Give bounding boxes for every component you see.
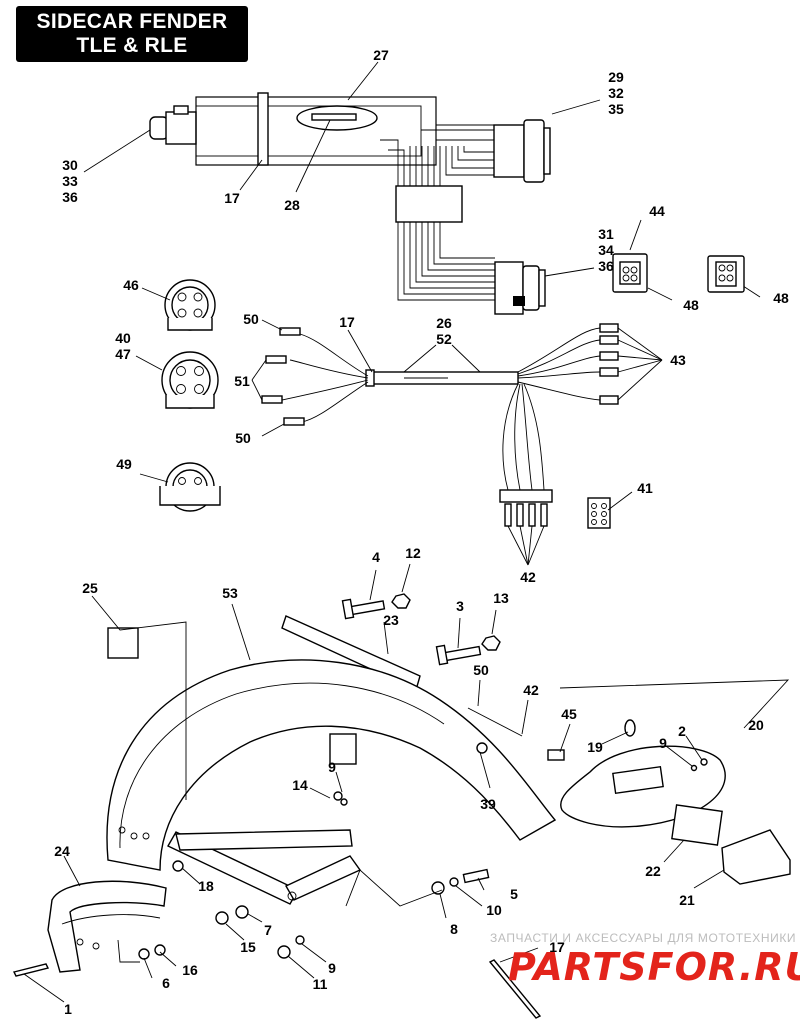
watermark: ЗАПЧАСТИ И АКСЕССУАРЫ ДЛЯ МОТОТЕХНИКИ PA…	[490, 931, 800, 989]
callout-23: 23	[383, 612, 399, 628]
callout-26: 26	[436, 315, 452, 331]
callout-41: 41	[637, 480, 653, 496]
callout-4: 4	[372, 549, 380, 565]
callout-18: 18	[198, 878, 214, 894]
title-line-1: SIDECAR FENDER	[36, 10, 228, 33]
upper-wiring-harness	[149, 92, 551, 315]
callout-22: 22	[645, 863, 661, 879]
callout-53: 53	[222, 585, 238, 601]
watermark-brand: PARTSFOR.RU	[508, 945, 800, 989]
callout-50-lower: 50	[473, 662, 489, 678]
callout-19: 19	[587, 739, 603, 755]
callout-13: 13	[493, 590, 509, 606]
callout-10: 10	[486, 902, 502, 918]
callout-17-middle: 17	[339, 314, 355, 330]
callout-45: 45	[561, 706, 577, 722]
callout-43: 43	[670, 352, 686, 368]
connector-44-48	[612, 253, 745, 293]
fender-assembly	[12, 593, 791, 1019]
callout-2: 2	[678, 723, 686, 739]
callout-6: 6	[162, 975, 170, 991]
callout-50-middle: 50	[235, 430, 251, 446]
title-line-2: TLE & RLE	[76, 34, 188, 57]
callout-12: 12	[405, 545, 421, 561]
callout-33: 33	[62, 173, 78, 189]
callout-21: 21	[679, 892, 695, 908]
callout-42-upper: 42	[520, 569, 536, 585]
callout-15: 15	[240, 939, 256, 955]
callout-47: 47	[115, 346, 131, 362]
callout-51: 51	[234, 373, 250, 389]
callout-8: 8	[450, 921, 458, 937]
callout-40: 40	[115, 330, 131, 346]
callout-28: 28	[284, 197, 300, 213]
callout-34: 34	[598, 242, 614, 258]
callout-44: 44	[649, 203, 665, 219]
callout-11: 11	[313, 976, 328, 992]
callout-29: 29	[608, 69, 624, 85]
leader-lines-bottom	[23, 563, 790, 1003]
callout-9-lower: 9	[328, 960, 336, 976]
leader-lines-middle	[251, 319, 663, 566]
callout-49: 49	[116, 456, 132, 472]
callout-14: 14	[292, 777, 308, 793]
callout-9-middle: 9	[328, 759, 336, 775]
callout-24: 24	[54, 843, 70, 859]
title-box: SIDECAR FENDER TLE & RLE	[16, 6, 248, 62]
callout-32: 32	[608, 85, 624, 101]
callout-48-left: 48	[683, 297, 699, 313]
callout-35: 35	[608, 101, 624, 117]
callout-25: 25	[82, 580, 98, 596]
middle-wiring-harness	[261, 323, 619, 529]
callout-17-upper: 17	[224, 190, 240, 206]
callout-9-upper-right: 9	[659, 735, 667, 751]
callout-3: 3	[456, 598, 464, 614]
callout-16: 16	[182, 962, 198, 978]
callout-42-lower: 42	[523, 682, 539, 698]
round-connectors	[135, 279, 221, 512]
callout-7: 7	[264, 922, 272, 938]
callout-1: 1	[64, 1001, 72, 1017]
callout-36-upper: 36	[62, 189, 78, 205]
callout-52: 52	[436, 331, 452, 347]
watermark-caption: ЗАПЧАСТИ И АКСЕССУАРЫ ДЛЯ МОТОТЕХНИКИ	[490, 931, 796, 945]
callout-46: 46	[123, 277, 139, 293]
callout-30: 30	[62, 157, 78, 173]
callout-labels: 27 29 32 35 30 33 36 17 28 31 34 36 44 4…	[54, 47, 789, 1017]
callout-39: 39	[480, 796, 496, 812]
callout-36-lower: 36	[598, 258, 614, 274]
callout-31: 31	[598, 226, 614, 242]
callout-5: 5	[510, 886, 518, 902]
callout-17-lower: 17	[549, 939, 565, 955]
callout-50-upper: 50	[243, 311, 259, 327]
callout-27: 27	[373, 47, 389, 63]
callout-20: 20	[748, 717, 764, 733]
callout-48-right: 48	[773, 290, 789, 306]
